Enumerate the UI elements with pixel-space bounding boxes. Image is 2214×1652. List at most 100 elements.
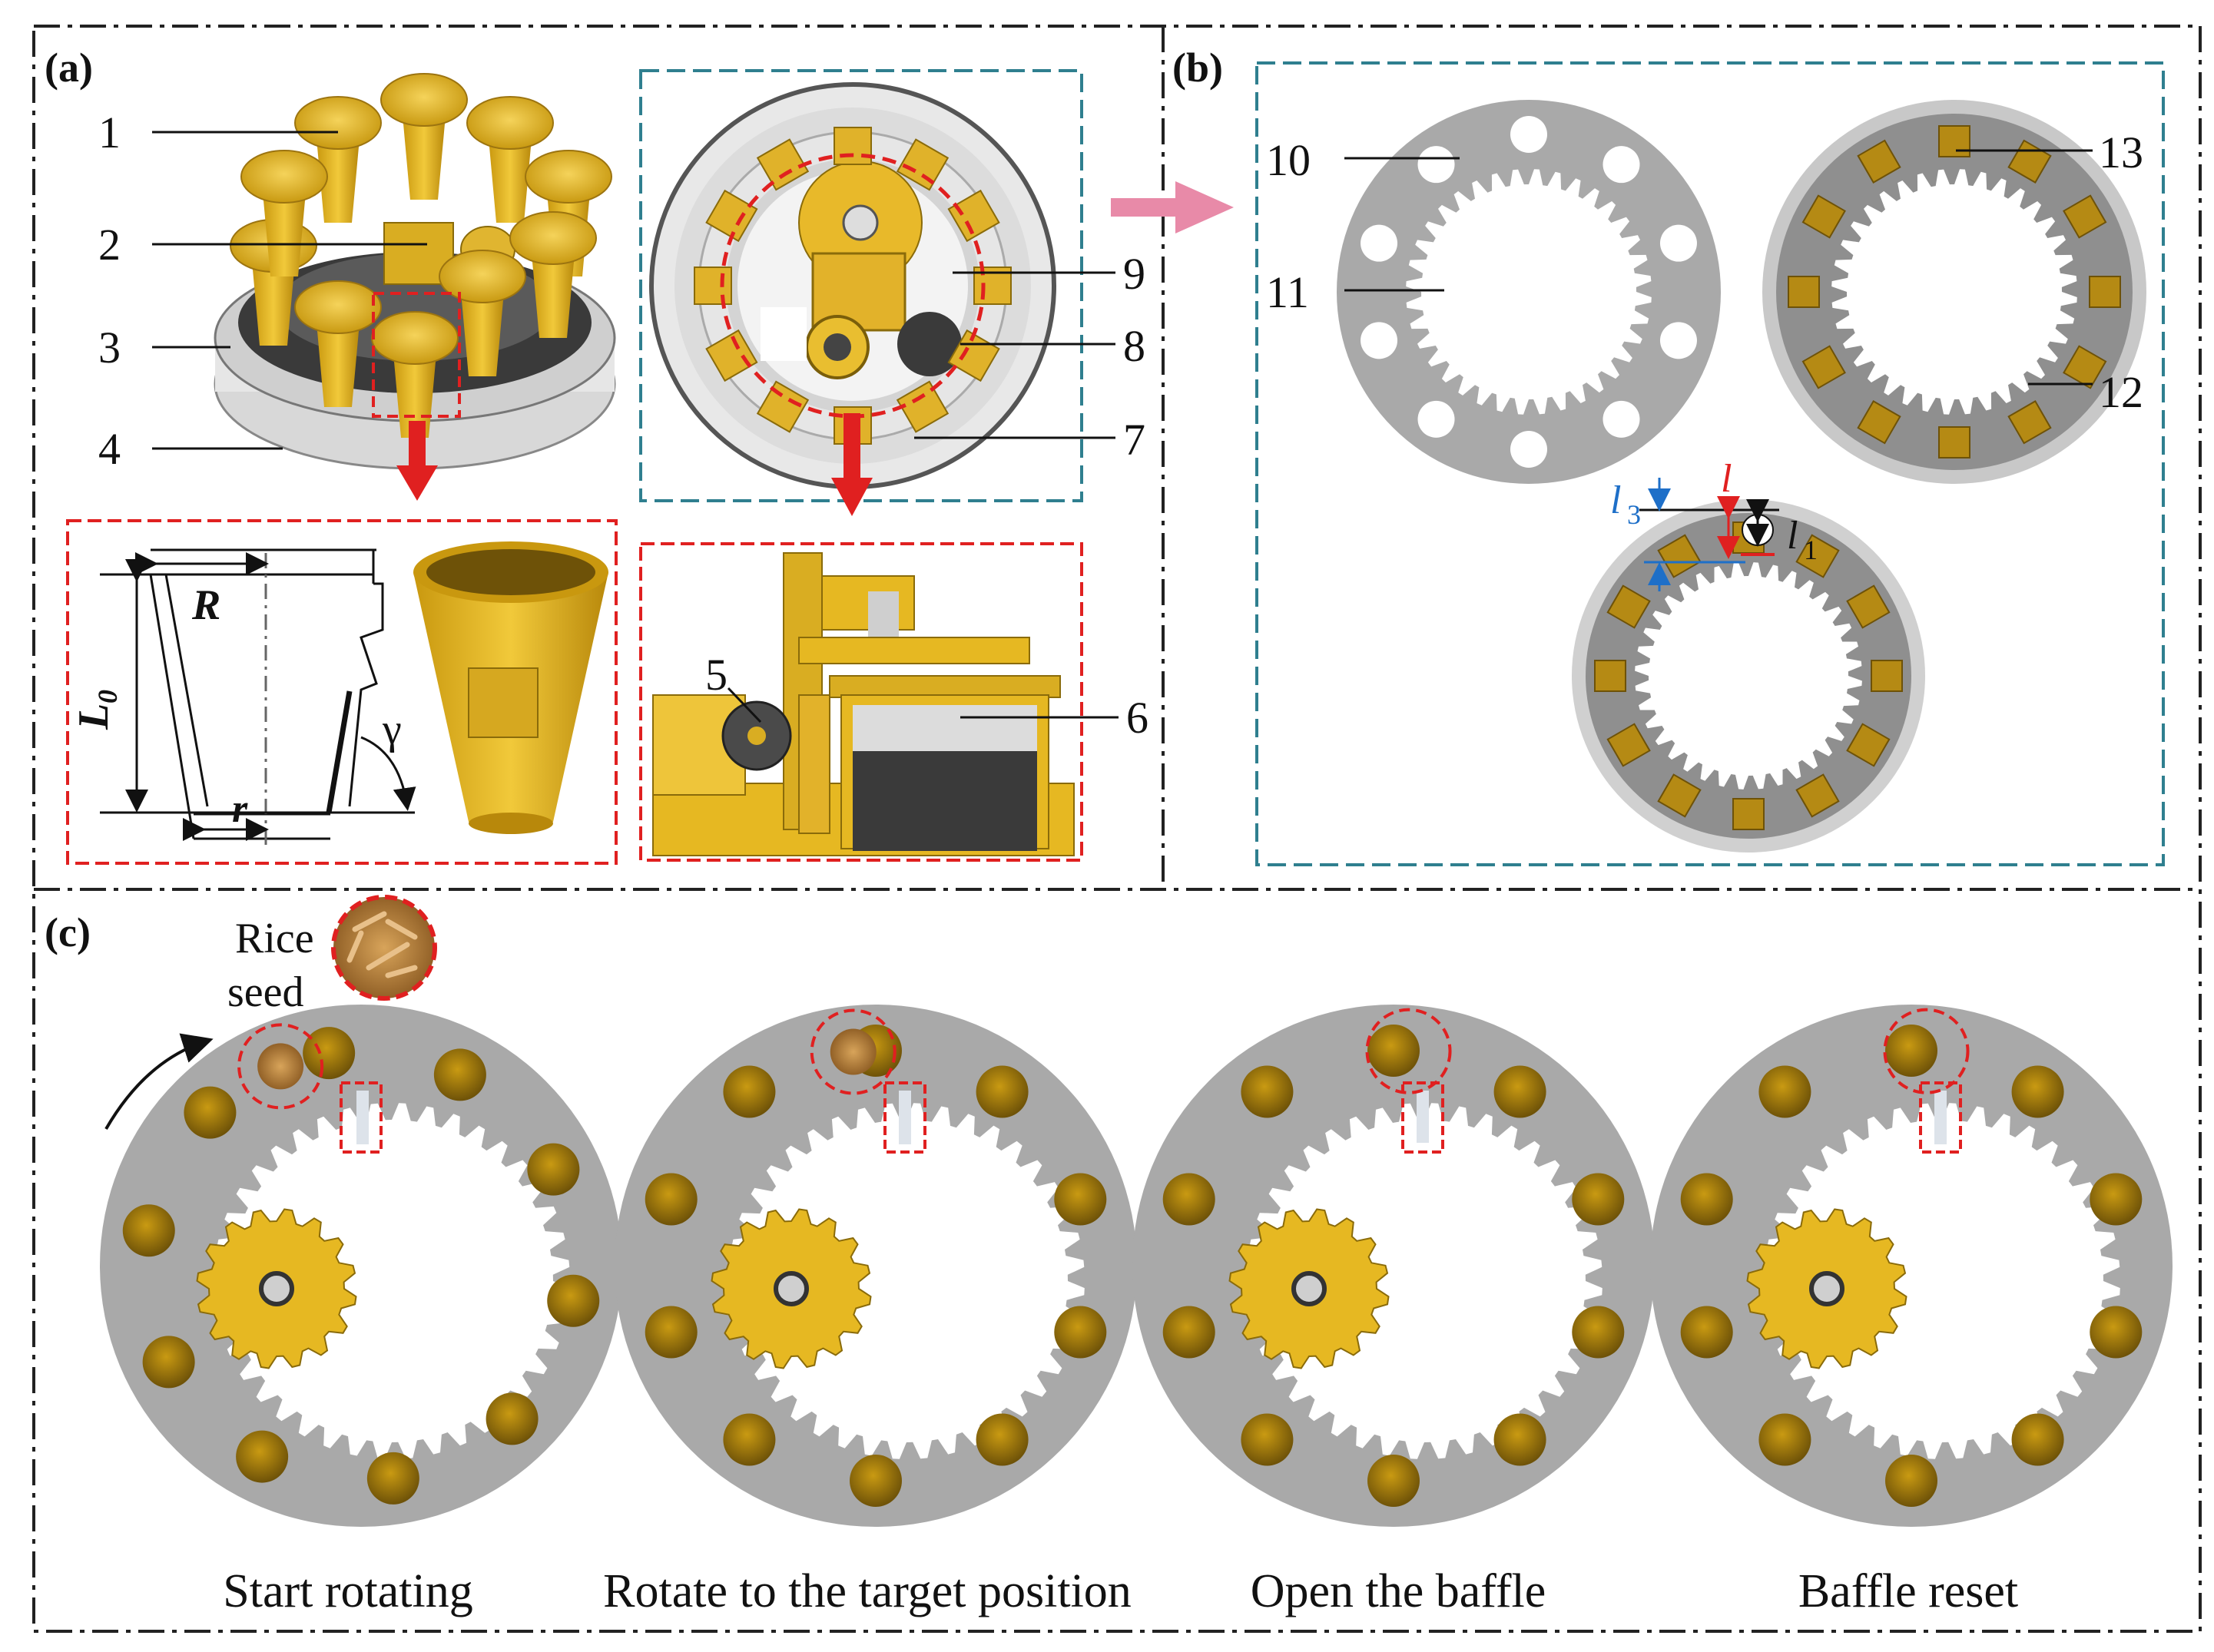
disc-hole (1162, 1306, 1215, 1359)
callout-10: 10 (1266, 135, 1311, 185)
disc-hole (2011, 1065, 2064, 1118)
baffle-slot (1417, 1091, 1429, 1143)
hole-highlight (1365, 1008, 1452, 1094)
disc-hole (236, 1430, 289, 1483)
dim-l1-sub: 1 (1804, 535, 1818, 565)
cup-body (263, 192, 306, 276)
foot-square (834, 127, 872, 165)
cup-body (489, 138, 532, 223)
baffle-tab (2089, 276, 2121, 308)
dim-l1-base: l (1787, 514, 1798, 558)
hole-highlight (237, 1023, 324, 1110)
operation-sequence (100, 1005, 2173, 1527)
baffle-highlight (883, 1081, 926, 1154)
motor-detail-box (639, 542, 1083, 862)
plate-hole (1361, 322, 1398, 359)
disc-hole (547, 1274, 600, 1327)
disc-hole (122, 1204, 175, 1257)
dim-R: R (191, 581, 220, 629)
dim-l3-sub: 3 (1627, 499, 1641, 530)
cup-body (252, 261, 295, 346)
baffle-tab (1857, 139, 1901, 184)
plate-hole (1361, 224, 1398, 262)
disc-hole (366, 1452, 419, 1505)
disc-hole (2011, 1413, 2064, 1466)
seed-in-hole (830, 1028, 877, 1075)
disc-hole (433, 1048, 486, 1101)
baffle-highlight (1401, 1081, 1444, 1154)
outer-border (32, 25, 2202, 1633)
cup-top (380, 73, 468, 127)
callout-4: 4 (98, 424, 121, 474)
disc-hole (1493, 1065, 1546, 1118)
rice-label-line2: seed (227, 968, 304, 1016)
baffle-highlight (340, 1081, 383, 1154)
dim-l3-base: l (1610, 478, 1621, 522)
cup-top (466, 96, 554, 150)
disc-hole (1367, 1455, 1420, 1507)
callout-2: 2 (98, 220, 121, 270)
cup-body (317, 138, 360, 223)
panel-a-callouts-right (914, 271, 1115, 439)
gear-hub (1291, 1271, 1327, 1306)
disc-hole (723, 1413, 776, 1466)
disc-gear-opening (214, 1103, 570, 1459)
baffle-tab (1594, 660, 1626, 692)
step-label-1: Start rotating (223, 1565, 472, 1617)
cup-top (240, 150, 328, 204)
disc-gear-opening (1764, 1103, 2120, 1459)
disc-hole (850, 1455, 902, 1507)
foot-square (896, 138, 950, 191)
baffle-slot (899, 1091, 911, 1144)
gear-hub (1809, 1271, 1844, 1306)
foot-square (896, 380, 950, 433)
dim-r: r (232, 787, 248, 831)
sequence-disc (100, 1005, 622, 1527)
disc-hole (1885, 1455, 1937, 1507)
plate-hole (1659, 224, 1697, 262)
disc-hole (1680, 1306, 1733, 1359)
seed-cup (439, 250, 526, 376)
disc-gear-opening (1246, 1103, 1602, 1459)
gear-hub (774, 1271, 809, 1306)
foot-square (694, 267, 732, 305)
callout-8: 8 (1123, 321, 1145, 371)
hole-highlight (810, 1008, 897, 1095)
plate-hole (1510, 431, 1547, 468)
cup-top (525, 150, 612, 204)
rice-seed-zoom (331, 895, 437, 1001)
disc-gear-opening (728, 1103, 1085, 1459)
dim-L0: L 0 (70, 690, 123, 730)
cup-dimensions (125, 552, 416, 841)
baffle-highlight (1919, 1081, 1962, 1154)
cup-top (439, 250, 526, 303)
callout-13: 13 (2099, 127, 2143, 177)
seed-cup (509, 211, 597, 338)
baffle-tab (2063, 194, 2107, 239)
foot-square (705, 329, 758, 382)
seed-cup (294, 280, 382, 407)
plate-hole (1602, 400, 1640, 438)
callout-7: 7 (1123, 415, 1145, 465)
plate-hole (1659, 322, 1697, 359)
gear-hub (259, 1271, 294, 1306)
disc-hole (1054, 1173, 1107, 1226)
disc-hole (1367, 1025, 1420, 1077)
disc-hole (1758, 1413, 1811, 1466)
disc-hole (1162, 1173, 1215, 1226)
callout-9: 9 (1123, 249, 1145, 299)
disc-hole (1680, 1173, 1733, 1226)
baffle-ring (1762, 100, 2146, 484)
baffle-tab (1938, 426, 1970, 459)
baffle-tab (1938, 125, 1970, 157)
disc-hole (1572, 1173, 1625, 1226)
panel-a-tag: (a) (45, 45, 93, 91)
dim-l: l (1721, 457, 1732, 501)
plate-hole (1602, 146, 1640, 184)
top-view-box (639, 69, 1083, 502)
cup-body (461, 292, 504, 376)
seed-cup (466, 96, 554, 223)
disc-hole (527, 1143, 580, 1196)
baffle-ring-dimensioned (1572, 499, 1925, 852)
